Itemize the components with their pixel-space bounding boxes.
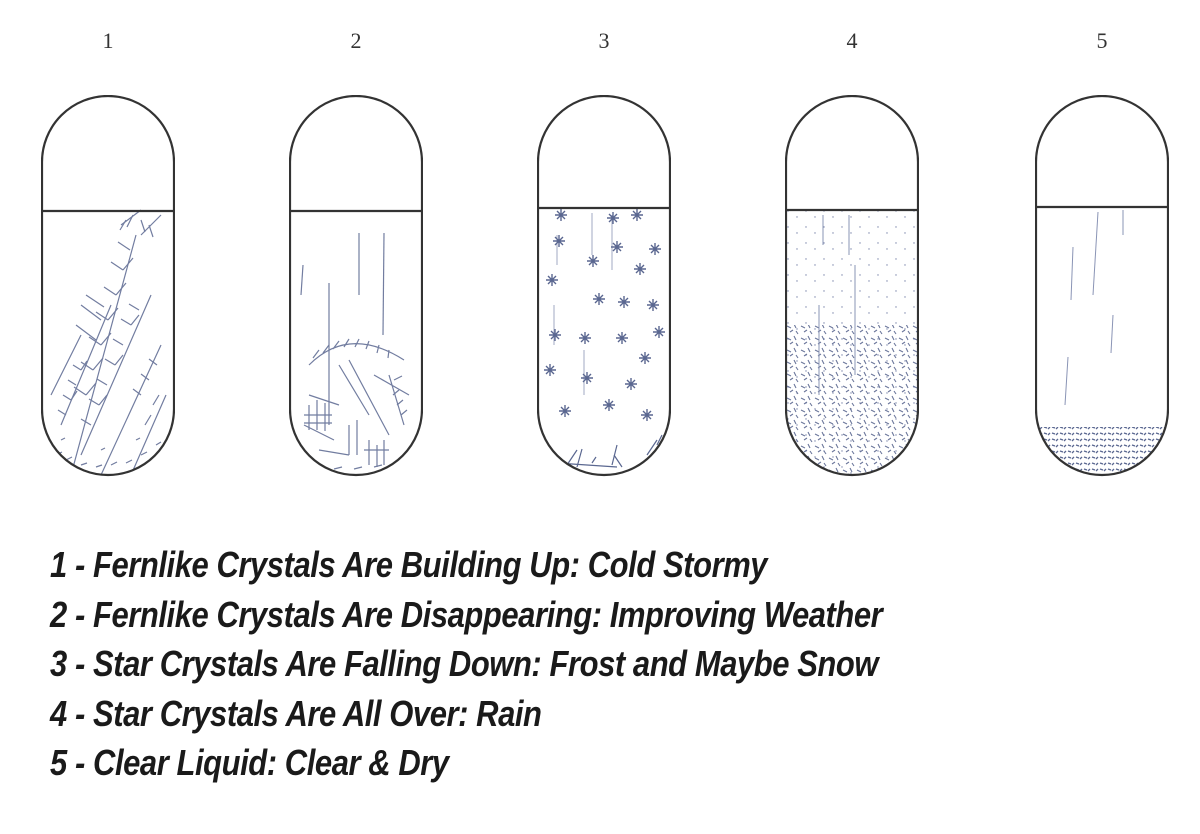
tube-number: 1 [102,28,114,53]
storm-glass-tube-clear-liquid-icon [1035,95,1169,477]
legend-item-1: 1 - Fernlike Crystals Are Building Up: C… [50,544,768,585]
tube-2: 2 [276,0,436,500]
tube-number: 4 [846,28,858,53]
tube-3: 3 [524,0,684,500]
legend-item-2: 2 - Fernlike Crystals Are Disappearing: … [50,593,883,635]
legend-item-4: 4 - Star Crystals Are All Over: Rain [50,692,542,734]
legend-item-5: 5 - Clear Liquid: Clear & Dry [50,742,449,783]
tube-1: 1 [28,0,188,500]
tube-number: 5 [1096,28,1108,53]
tube-5: 5 [1022,0,1182,500]
storm-glass-tube-star-crystals-all-over-icon [785,95,919,477]
storm-glass-tube-fern-building-icon [41,95,175,477]
legend: 1 - Fernlike Crystals Are Building Up: C… [50,540,883,788]
storm-glass-tube-star-crystals-falling-icon [537,95,671,477]
storm-glass-tube-fern-disappearing-icon [289,95,423,477]
tube-4: 4 [772,0,932,500]
tube-number: 3 [598,28,610,53]
tube-number: 2 [350,28,362,53]
legend-item-3: 3 - Star Crystals Are Falling Down: Fros… [50,643,879,684]
